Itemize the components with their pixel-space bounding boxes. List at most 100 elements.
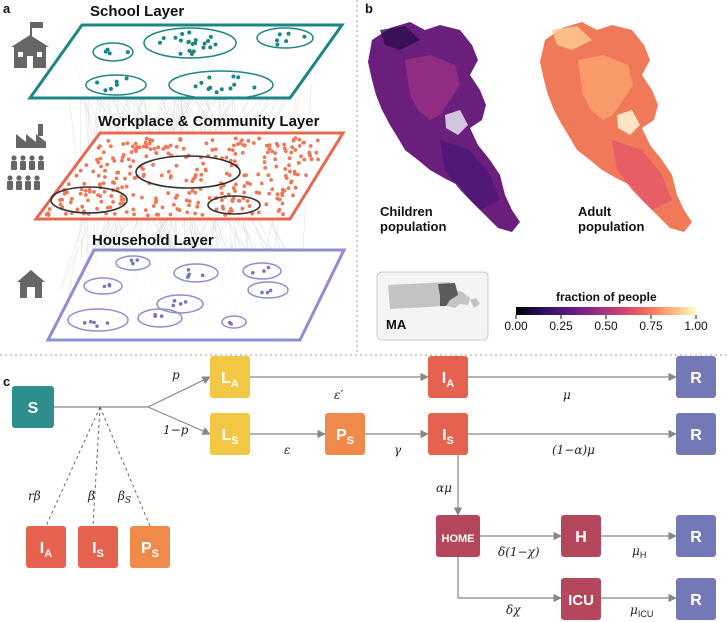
person-node <box>118 201 123 206</box>
person-node <box>213 147 218 152</box>
colorbar-tick-label: 0.75 <box>639 319 663 333</box>
person-node <box>267 191 271 196</box>
person-node <box>280 191 285 196</box>
student-node <box>178 38 183 43</box>
person-node <box>233 136 238 141</box>
student-node <box>206 39 211 44</box>
person-node <box>316 157 320 162</box>
student-node <box>274 38 279 43</box>
person-node <box>230 198 235 202</box>
person-node <box>207 196 212 200</box>
person-node <box>273 157 278 162</box>
person-node <box>133 141 138 146</box>
person-node <box>274 164 279 169</box>
svg-text:PS: PS <box>141 540 159 560</box>
person-node <box>315 138 320 143</box>
person-node <box>299 154 303 159</box>
rate-epsilon-prime: ε′ <box>334 388 343 402</box>
person-node <box>133 147 138 152</box>
panel-label-a: a <box>3 1 11 16</box>
person-node <box>193 175 198 179</box>
person-node <box>238 141 243 146</box>
person-node <box>112 211 117 216</box>
resident-node <box>178 302 183 306</box>
community-cluster-1 <box>135 155 241 189</box>
person-node <box>267 143 272 147</box>
person-node <box>116 170 121 175</box>
person-node <box>220 204 225 209</box>
student-node <box>302 34 307 39</box>
node-R1: R <box>676 356 716 398</box>
person-node <box>161 147 166 151</box>
person-node <box>295 172 300 177</box>
rate-alpha-mu: αμ <box>436 481 452 495</box>
person-node <box>214 207 219 212</box>
children-population-map <box>368 22 520 232</box>
person-node <box>187 191 192 195</box>
student-node <box>187 48 192 53</box>
infection-sources-links <box>45 406 151 527</box>
person-node <box>82 182 87 186</box>
student-node <box>236 75 241 80</box>
massachusetts-inset: MA <box>376 271 489 341</box>
person-node <box>230 208 234 213</box>
node-R4: R <box>676 578 716 620</box>
person-node <box>166 169 171 174</box>
student-node <box>107 51 112 56</box>
node-LA: LA <box>210 356 250 398</box>
person-node <box>74 173 79 178</box>
household-cluster <box>115 255 151 271</box>
inset-state-label: MA <box>386 317 407 332</box>
node-IA: IA <box>428 356 468 398</box>
person-node <box>193 190 198 195</box>
person-node <box>240 150 245 155</box>
person-node <box>227 173 232 178</box>
rate-p: p <box>172 368 180 382</box>
person-node <box>264 143 269 148</box>
person-node <box>193 211 198 216</box>
person-node <box>293 148 298 152</box>
person-node <box>108 144 113 149</box>
student-node <box>95 80 100 85</box>
node-H: H <box>561 515 601 557</box>
person-node <box>121 142 126 146</box>
household-cluster <box>156 294 204 314</box>
household-cluster <box>67 308 129 332</box>
person-node <box>131 207 136 212</box>
school-cluster <box>256 27 314 49</box>
person-node <box>75 207 80 212</box>
student-node <box>161 36 166 41</box>
student-node <box>157 40 162 45</box>
person-node <box>131 192 136 197</box>
student-node <box>208 45 213 50</box>
node-IS: IS <box>428 413 468 455</box>
student-node <box>214 90 219 95</box>
student-node <box>186 39 191 44</box>
person-node <box>247 204 252 208</box>
resident-node <box>131 261 135 266</box>
person-node <box>163 144 168 149</box>
person-node <box>304 173 308 178</box>
resident-node <box>183 300 188 304</box>
person-node <box>297 143 302 148</box>
person-node <box>62 191 67 196</box>
person-node <box>126 157 131 162</box>
resident-node <box>105 321 110 325</box>
student-node <box>124 76 129 81</box>
student-node <box>191 49 196 54</box>
person-node <box>106 139 111 143</box>
person-node <box>120 185 125 190</box>
node-S: S <box>12 386 54 428</box>
resident-node <box>95 324 99 329</box>
person-node <box>102 189 107 194</box>
person-node <box>270 187 275 192</box>
svg-text:PS: PS <box>336 427 354 447</box>
person-node <box>123 176 127 181</box>
person-node <box>184 198 189 203</box>
person-node <box>144 145 149 149</box>
rate-r-beta: rβ <box>28 489 41 503</box>
student-node <box>202 41 207 46</box>
person-node <box>309 157 314 162</box>
person-node <box>233 151 238 156</box>
person-node <box>58 197 62 202</box>
